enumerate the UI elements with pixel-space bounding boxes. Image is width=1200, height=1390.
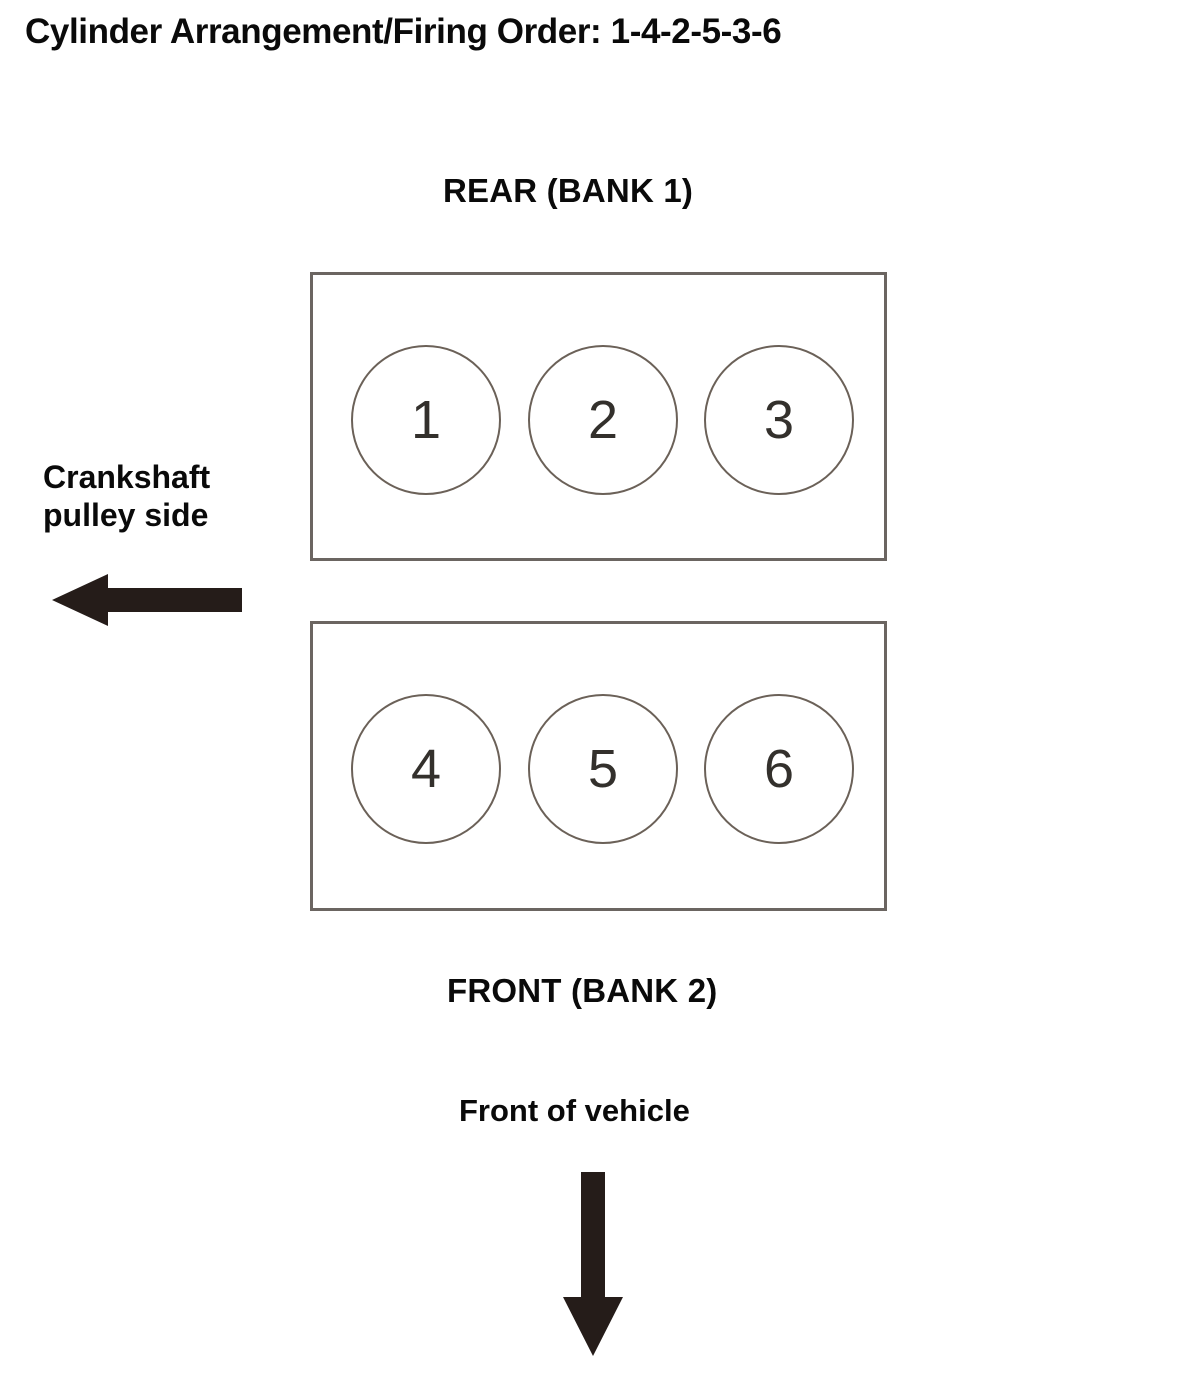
cylinder-3: 3 bbox=[704, 345, 854, 495]
cylinder-2: 2 bbox=[528, 345, 678, 495]
bank-2-caption: FRONT (BANK 2) bbox=[447, 972, 718, 1009]
crankshaft-label-line-1: Crankshaft bbox=[43, 459, 211, 495]
cylinder-4: 4 bbox=[351, 694, 501, 844]
cylinder-6: 6 bbox=[704, 694, 854, 844]
crankshaft-label-line-2: pulley side bbox=[43, 497, 209, 533]
page-title: Cylinder Arrangement/Firing Order: 1-4-2… bbox=[25, 12, 782, 51]
bank-1-box: 1 2 3 bbox=[310, 272, 887, 561]
front-of-vehicle-label: Front of vehicle bbox=[459, 1093, 690, 1128]
bank-1-caption: REAR (BANK 1) bbox=[443, 172, 694, 209]
arrow-left-icon bbox=[52, 573, 242, 627]
arrow-down-icon bbox=[562, 1172, 624, 1357]
cylinder-1: 1 bbox=[351, 345, 501, 495]
crankshaft-side-label: Crankshaft pulley side bbox=[43, 458, 210, 534]
bank-2-box: 4 5 6 bbox=[310, 621, 887, 911]
cylinder-5: 5 bbox=[528, 694, 678, 844]
